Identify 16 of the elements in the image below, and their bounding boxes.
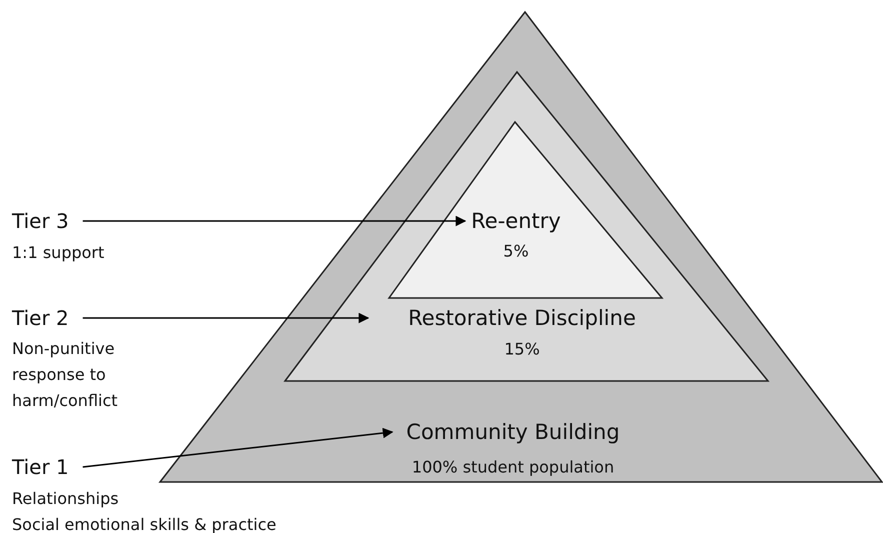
tier-description: Social emotional skills & practice [12, 514, 278, 533]
tier-title: Restorative Discipline [408, 306, 636, 330]
tier-description: Relationships [12, 488, 120, 510]
percentage-label: 5% [503, 242, 529, 260]
tier-heading: Tier 2 [12, 305, 70, 331]
tier-title: Re-entry [471, 209, 561, 233]
arrow [82, 428, 394, 468]
percentage-label: 100% student population [412, 458, 614, 476]
tier-heading: Tier 1 [12, 454, 70, 480]
tier-description: 1:1 support [12, 242, 106, 264]
percentage-label: 15% [504, 340, 540, 358]
tier-description: Non-punitive response to harm/conflict [12, 338, 119, 412]
tier-heading: Tier 3 [12, 208, 70, 234]
arrow [82, 312, 370, 324]
arrow [82, 216, 466, 226]
tier-title: Community Building [406, 420, 620, 444]
